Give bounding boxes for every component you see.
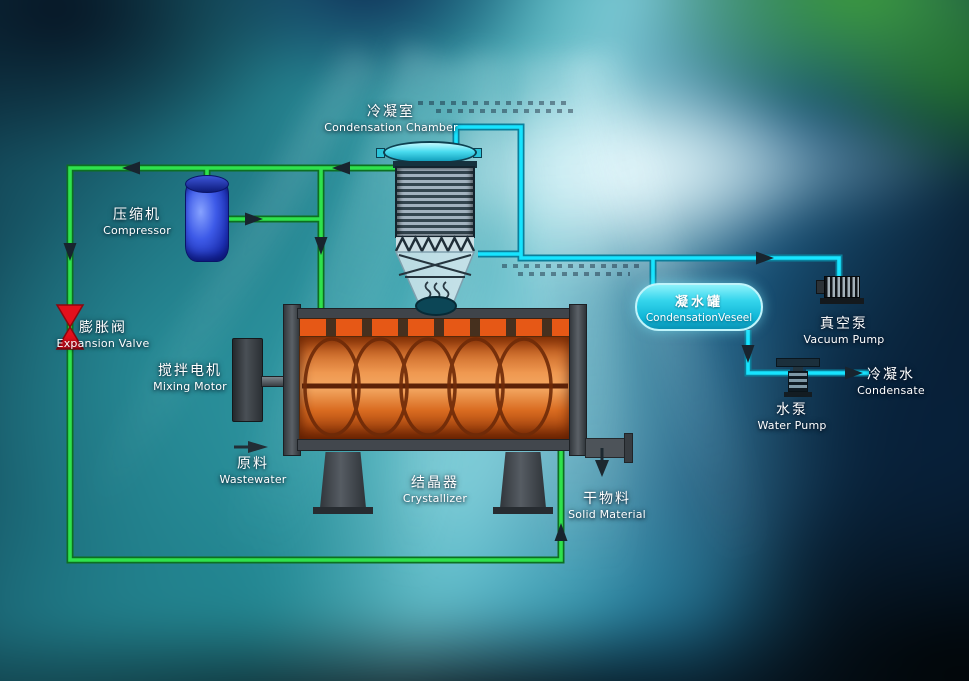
crystallizer-leg-right bbox=[500, 452, 546, 508]
chamber-outlet-dome bbox=[415, 296, 457, 316]
vapor-pipe-cyan bbox=[452, 123, 869, 377]
flow-arrow bbox=[245, 212, 263, 226]
label-crystallizer: 结晶器 Crystallizer bbox=[402, 475, 468, 506]
vessel-label-zh: 凝水罐 bbox=[674, 294, 723, 310]
vacuum-pump-base bbox=[820, 298, 864, 304]
water-pump-body bbox=[788, 371, 808, 392]
funnel-truss bbox=[398, 254, 472, 278]
water-pump-neck bbox=[793, 367, 803, 372]
flow-arrows bbox=[63, 161, 863, 541]
flow-arrow bbox=[554, 523, 568, 541]
label-wastewater: 原料 Wastewater bbox=[219, 456, 287, 487]
flow-arrow bbox=[845, 366, 863, 380]
flow-arrow bbox=[63, 243, 77, 261]
label-compressor: 压缩机 Compressor bbox=[103, 207, 171, 238]
discharge-flange bbox=[624, 433, 633, 463]
dashed-artifact bbox=[418, 101, 570, 105]
chamber-zigzag bbox=[394, 235, 476, 254]
vessel-label-en: CondensationVeseel bbox=[645, 311, 753, 324]
flow-arrow bbox=[314, 237, 328, 255]
water-pump-base bbox=[784, 392, 812, 397]
compressor-cap bbox=[185, 175, 229, 193]
condensation-chamber-neck bbox=[393, 161, 477, 168]
label-water-pump: 水泵 Water Pump bbox=[757, 402, 827, 433]
dashed-artifact bbox=[518, 272, 630, 276]
flow-arrow bbox=[122, 161, 140, 175]
crystallizer-foot-right bbox=[493, 507, 553, 514]
label-vacuum-pump: 真空泵 Vacuum Pump bbox=[803, 316, 885, 347]
dashed-artifact bbox=[436, 109, 576, 113]
dashed-artifact bbox=[502, 264, 640, 268]
flow-arrow bbox=[332, 161, 350, 175]
label-expansion-valve: 膨胀阀 Expansion Valve bbox=[56, 320, 150, 351]
expansion-valve-icon bbox=[55, 304, 85, 350]
flow-arrow bbox=[741, 345, 755, 363]
mixing-motor-body bbox=[232, 338, 263, 422]
label-mixing-motor: 搅拌电机 Mixing Motor bbox=[153, 363, 227, 394]
vacuum-pump-fins bbox=[824, 276, 860, 298]
water-pump-icon bbox=[776, 354, 820, 398]
vacuum-pump-icon bbox=[816, 274, 866, 306]
solid-material-arrow bbox=[595, 448, 609, 477]
label-condensate: 冷凝水 Condensate bbox=[857, 367, 925, 398]
condensation-vessel: 凝水罐 CondensationVeseel bbox=[635, 283, 763, 331]
label-solid-material: 干物料 Solid Material bbox=[568, 491, 646, 522]
flow-arrow bbox=[756, 251, 774, 265]
label-condensation-chamber: 冷凝室 Condensation Chamber bbox=[324, 104, 458, 135]
crystallizer-leg-left bbox=[320, 452, 366, 508]
agitator-spiral bbox=[302, 337, 568, 437]
crystallizer-foot-left bbox=[313, 507, 373, 514]
condensation-chamber-fins bbox=[395, 166, 475, 238]
wastewater-arrow bbox=[234, 441, 268, 453]
crystallizer-end-plate-right bbox=[569, 304, 587, 456]
water-pump-tee bbox=[776, 358, 820, 367]
